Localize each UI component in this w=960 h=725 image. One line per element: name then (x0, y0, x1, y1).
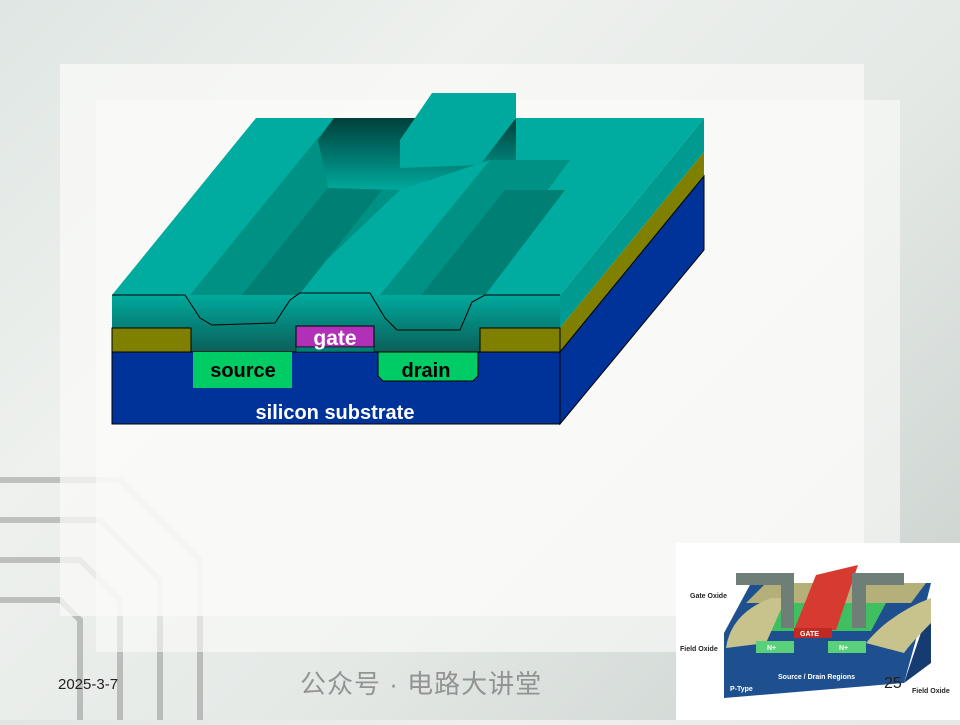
inset-gate-oxide: Gate Oxide (690, 593, 727, 600)
field-oxide-left (111, 327, 192, 353)
drain-region (377, 351, 479, 382)
substrate-label: silicon substrate (256, 402, 415, 424)
inset-source-drain: Source / Drain Regions (778, 674, 855, 681)
inset-n-left: N+ (767, 645, 776, 652)
page-number: 25 (884, 675, 902, 692)
source-label: source (210, 360, 276, 382)
reference-image: GATE N+ N+ Gate Oxide Field Oxide Field … (676, 543, 960, 720)
gate-label: gate (313, 327, 356, 350)
substrate (111, 351, 561, 425)
inset-field-oxide-left: Field Oxide (680, 646, 718, 653)
source-region (193, 352, 292, 388)
inset-field-oxide-right: Field Oxide (912, 688, 950, 695)
field-oxide-right (479, 327, 561, 353)
watermark: 公众号 · 电路大讲堂 (300, 669, 543, 699)
inset-n-right: N+ (839, 645, 848, 652)
gate-ridge (400, 93, 516, 168)
inset-p-type: P-Type (730, 686, 753, 693)
inset-gate-label: GATE (800, 631, 819, 638)
drain-label: drain (402, 360, 451, 382)
slide-date: 2025-3-7 (58, 676, 119, 693)
